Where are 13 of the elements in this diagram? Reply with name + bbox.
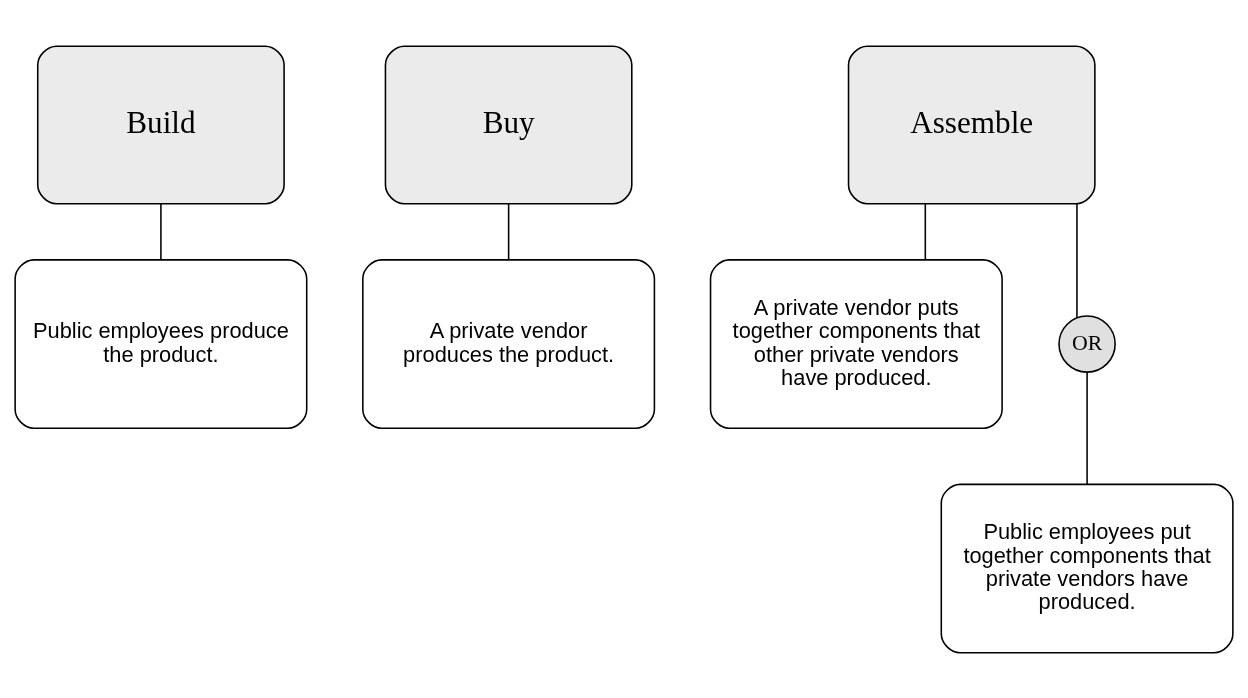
node-box: Public employees put together components that private vendors have produced. [940,483,1234,654]
node-box: Build [36,44,285,204]
connector [1086,371,1088,485]
node-box: A private vendor puts together components that other private vendors have produced. [709,258,1003,429]
node-box: A private vendor produces the product. [362,258,656,429]
connector [924,202,927,260]
connector [160,202,162,260]
connector [1076,202,1078,319]
node-box: Buy [384,44,633,204]
node-box: Public employees produce the product. [14,258,308,429]
node-box: Assemble [847,44,1096,204]
connector [507,202,510,260]
node-circle: OR [1058,314,1116,373]
